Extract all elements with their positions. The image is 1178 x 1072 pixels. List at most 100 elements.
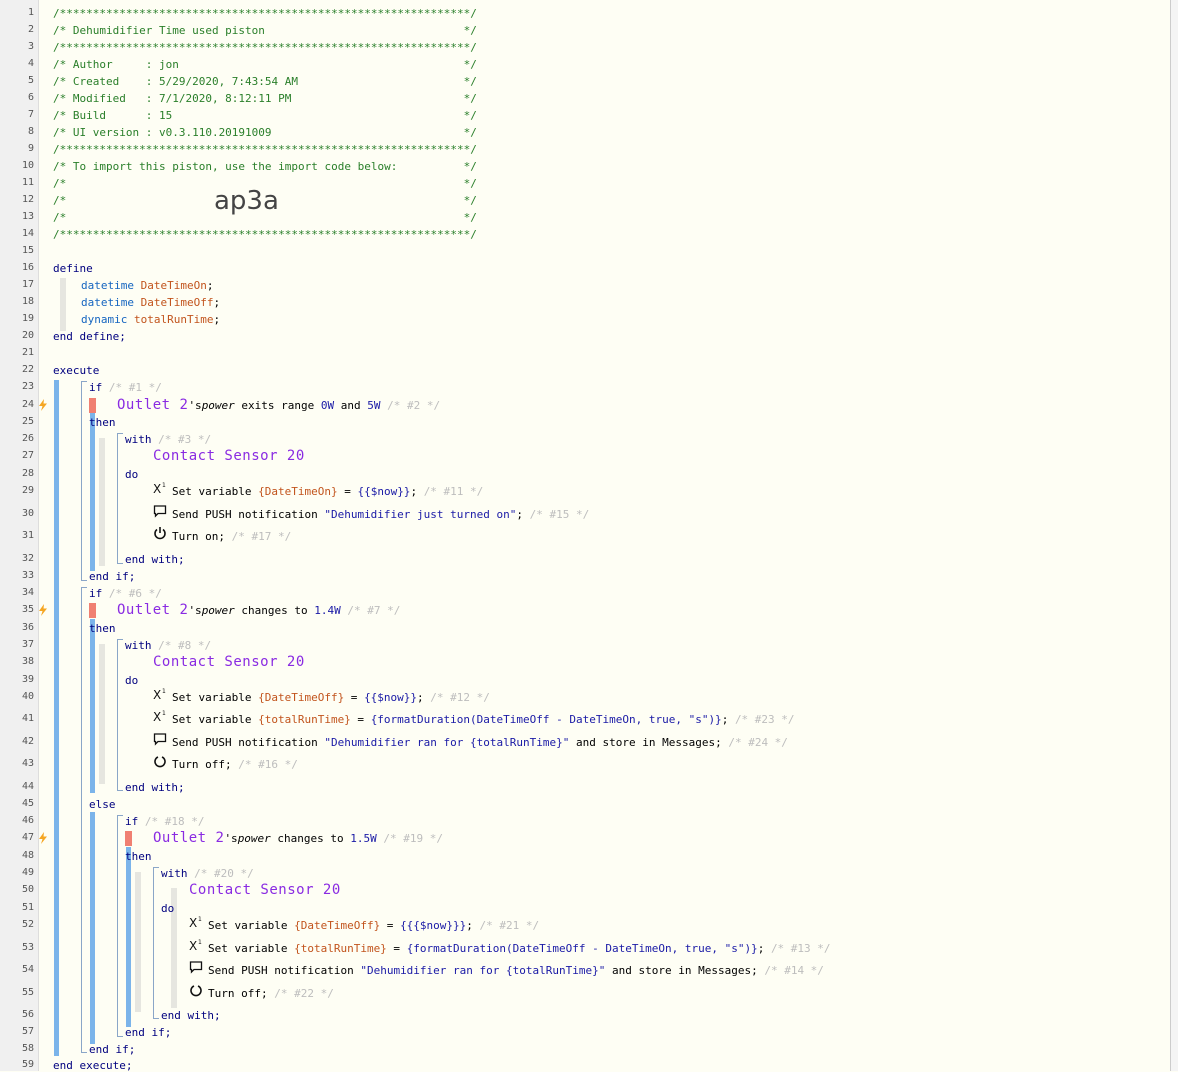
value: 1.5W xyxy=(350,832,377,845)
import-code: ap3a xyxy=(214,186,279,216)
then-block-bar xyxy=(90,413,95,571)
device-command-statement[interactable]: Turn off; /* #22 */ xyxy=(208,987,334,1000)
operator: = xyxy=(350,713,371,726)
code-line: with /* #8 */ xyxy=(125,639,211,652)
device-name[interactable]: Outlet 2 xyxy=(153,830,225,846)
line-number: 14 xyxy=(21,228,34,239)
with-block-bar xyxy=(135,872,141,1012)
set-variable-statement[interactable]: Set variable {DateTimeOff} = {{$now}}; /… xyxy=(172,691,490,704)
define-block-bar xyxy=(60,278,66,331)
statement-text: and store in Messages; xyxy=(605,964,758,977)
possessive: 's xyxy=(188,604,202,617)
code-line: end if; xyxy=(125,1026,171,1039)
attribute-name: power xyxy=(201,604,235,617)
then-keyword: then xyxy=(125,850,152,863)
power-off-icon xyxy=(190,985,202,997)
if-keyword: if xyxy=(89,381,103,394)
operator: exits range xyxy=(234,399,321,412)
line-number: 54 xyxy=(21,964,34,975)
do-block-bar xyxy=(171,888,177,1008)
svg-text:X: X xyxy=(153,710,161,723)
do-keyword: do xyxy=(125,468,139,481)
device-name[interactable]: Contact Sensor 20 xyxy=(153,654,305,670)
then-block-bar xyxy=(126,847,131,1027)
expression: {{$now}} xyxy=(364,691,418,704)
push-notification-statement[interactable]: Send PUSH notification "Dehumidifier ran… xyxy=(208,964,824,977)
variable-ref: {DateTimeOn} xyxy=(258,485,338,498)
device-line[interactable]: Contact Sensor 20 xyxy=(189,882,341,898)
line-number: 28 xyxy=(21,468,34,479)
device-line[interactable]: Contact Sensor 20 xyxy=(153,654,305,670)
set-variable-statement[interactable]: Set variable {DateTimeOn} = {{$now}}; /*… xyxy=(172,485,483,498)
line-number: 6 xyxy=(27,92,34,103)
header-comment-line: /***************************************… xyxy=(53,7,477,20)
device-command-statement[interactable]: Turn off; /* #16 */ xyxy=(172,758,298,771)
end-if-keyword: end if; xyxy=(125,1026,172,1039)
device-name[interactable]: Outlet 2 xyxy=(117,602,189,618)
device-line[interactable]: Contact Sensor 20 xyxy=(153,448,305,464)
statement-text: Set variable xyxy=(208,942,295,955)
end-with-keyword: end with; xyxy=(125,553,185,566)
code-line: do xyxy=(125,674,138,687)
line-number: 43 xyxy=(21,758,34,769)
vertical-scrollbar[interactable] xyxy=(1170,0,1178,1071)
code-line: then xyxy=(125,850,152,863)
header-comment-line: /* */ xyxy=(53,211,477,224)
attribute-name: power xyxy=(201,399,235,412)
set-variable-statement[interactable]: Set variable {DateTimeOff} = {{{$now}}};… xyxy=(208,919,539,932)
condition[interactable]: Outlet 2'spower exits range 0W and 5W /*… xyxy=(117,397,440,413)
end-execute-keyword: end execute; xyxy=(53,1059,133,1072)
statement-id-comment: /* #22 */ xyxy=(274,987,334,1000)
semicolon: ; xyxy=(410,485,418,498)
condition[interactable]: Outlet 2'spower changes to 1.5W /* #19 *… xyxy=(153,830,443,846)
statement-text: Send PUSH notification xyxy=(172,508,325,521)
line-number: 13 xyxy=(21,211,34,222)
set-variable-statement[interactable]: Set variable {totalRunTime} = {formatDur… xyxy=(208,942,831,955)
execute-keyword: execute xyxy=(53,364,100,377)
statement-text: and store in Messages; xyxy=(569,736,722,749)
device-name[interactable]: Contact Sensor 20 xyxy=(153,448,305,464)
lightning-bolt-icon xyxy=(39,604,47,616)
svg-text:1: 1 xyxy=(162,710,166,717)
svg-text:X: X xyxy=(189,916,197,929)
line-number: 34 xyxy=(21,587,34,598)
set-variable-statement[interactable]: Set variable {totalRunTime} = {formatDur… xyxy=(172,713,795,726)
device-name[interactable]: Outlet 2 xyxy=(117,397,189,413)
condition[interactable]: Outlet 2'spower changes to 1.4W /* #7 */ xyxy=(117,602,400,618)
line-number: 30 xyxy=(21,508,34,519)
code-line: datetime DateTimeOn; xyxy=(81,279,214,292)
operator: = xyxy=(344,691,365,704)
code-line: if /* #6 */ xyxy=(89,587,162,600)
line-number: 2 xyxy=(27,24,34,35)
semicolon: ; xyxy=(466,919,473,932)
speech-bubble-icon xyxy=(153,505,167,518)
statement-id-comment: /* #11 */ xyxy=(423,485,484,498)
push-notification-statement[interactable]: Send PUSH notification "Dehumidifier ran… xyxy=(172,736,788,749)
header-comment-line: /* To import this piston, use the import… xyxy=(53,160,477,173)
device-name[interactable]: Contact Sensor 20 xyxy=(189,882,341,898)
header-comment: /* */ xyxy=(53,211,477,224)
statement-id-comment: /* #1 */ xyxy=(108,381,162,394)
if-block-bracket xyxy=(81,381,87,581)
statement-id-comment: /* #14 */ xyxy=(764,964,824,977)
execute-block-bar xyxy=(54,380,59,1056)
push-notification-statement[interactable]: Send PUSH notification "Dehumidifier jus… xyxy=(172,508,589,521)
statement-id-comment: /* #12 */ xyxy=(430,691,490,704)
header-comment: /***************************************… xyxy=(53,228,477,241)
statement-text: Send PUSH notification xyxy=(208,964,361,977)
line-number: 7 xyxy=(27,109,34,120)
svg-text:1: 1 xyxy=(198,916,202,923)
header-comment-line: /* UI version : v0.3.110.20191009 */ xyxy=(53,126,477,139)
variable-type: datetime xyxy=(81,296,134,309)
line-number: 32 xyxy=(21,553,34,564)
line-number: 38 xyxy=(21,656,34,667)
line-number: 23 xyxy=(21,381,34,392)
statement-id-comment: /* #16 */ xyxy=(238,758,298,771)
line-number: 15 xyxy=(21,245,34,256)
line-number: 17 xyxy=(21,279,34,290)
variable-ref: {DateTimeOff} xyxy=(294,919,381,932)
device-command-statement[interactable]: Turn on; /* #17 */ xyxy=(172,530,291,543)
statement-id-comment: /* #24 */ xyxy=(728,736,788,749)
variable-ref: {totalRunTime} xyxy=(294,942,387,955)
